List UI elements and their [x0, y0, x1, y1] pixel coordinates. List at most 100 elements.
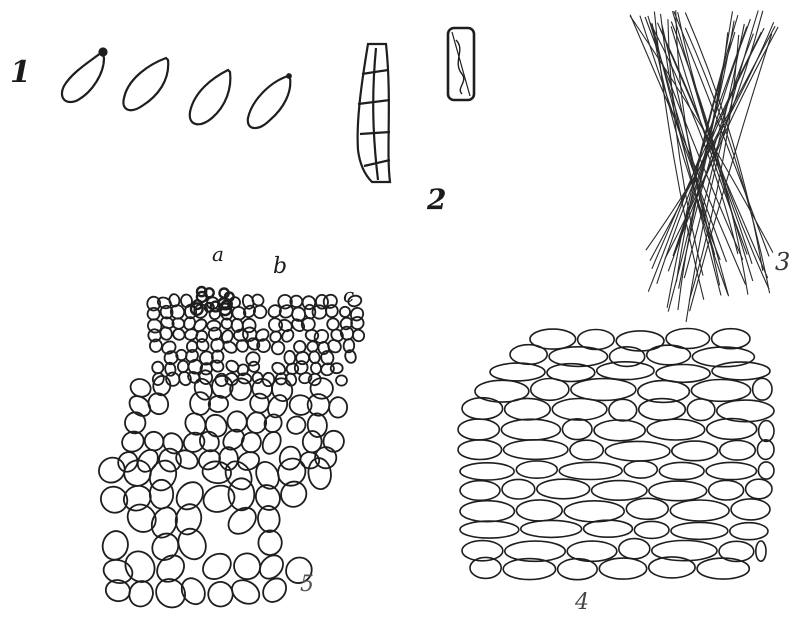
elongated-tissue-cell [634, 521, 669, 538]
rounded-cell [251, 480, 285, 514]
elongated-tissue-cell [599, 558, 646, 579]
rounded-cell [152, 362, 164, 374]
elongated-tissue-cell [559, 462, 622, 479]
rounded-cell [177, 360, 189, 373]
elongated-tissue-cell [460, 481, 500, 501]
elongated-tissue-cell [746, 479, 772, 499]
spore-2 [123, 58, 168, 110]
elongated-tissue-cell [616, 331, 664, 351]
figure-1-spores [62, 49, 291, 129]
elongated-tissue-cell [712, 329, 750, 349]
elongated-tissue-cell [490, 363, 545, 381]
elongated-tissue-cell [570, 440, 603, 460]
rounded-cell [347, 294, 362, 307]
elongated-tissue-cell [504, 440, 568, 460]
rounded-cell [96, 481, 133, 518]
rounded-cell [156, 445, 184, 474]
elongated-tissue-cell [624, 461, 657, 478]
elongated-tissue-cell [458, 419, 499, 440]
filament-inner-wall [373, 48, 378, 180]
elongated-tissue-cell [502, 479, 535, 499]
rounded-cell [122, 499, 161, 538]
elongated-tissue-cell [558, 559, 598, 580]
rounded-cell [252, 372, 263, 384]
elongated-tissue-cell [609, 399, 637, 421]
elongated-tissue-cell [671, 522, 728, 539]
rounded-cell [125, 412, 146, 434]
elongated-tissue-cell [510, 345, 547, 365]
elongated-tissue-cell [753, 378, 772, 400]
rounded-cell [336, 375, 347, 385]
elongated-tissue-cell [584, 520, 633, 537]
rounded-cell [251, 303, 268, 320]
rounded-cell [305, 329, 320, 342]
elongated-tissue-cell [697, 558, 749, 579]
elongated-tissue-cell [619, 539, 650, 559]
rounded-cell [228, 576, 264, 609]
rounded-cell [328, 397, 347, 419]
elongated-tissue-cell [691, 380, 750, 402]
elongated-tissue-cell [594, 420, 645, 441]
elongated-tissue-cell [597, 362, 654, 380]
spore-1 [62, 52, 104, 102]
rounded-cell [190, 392, 210, 415]
rounded-cell [249, 392, 270, 414]
elongated-tissue-cell [731, 499, 770, 520]
elongated-tissue-cell [707, 419, 757, 440]
rounded-cell [284, 351, 295, 365]
elongated-tissue-cell [460, 521, 519, 538]
rounded-cell [204, 578, 237, 611]
rounded-cell [150, 480, 173, 509]
elongated-tissue-cell [756, 541, 766, 561]
elongated-tissue-cell [592, 481, 647, 501]
elongated-tissue-cell [537, 479, 590, 499]
elongated-tissue-cell [672, 441, 718, 461]
elongated-tissue-cell [656, 365, 710, 383]
elongated-tissue-cell [531, 379, 569, 401]
rounded-cell [272, 453, 311, 491]
rounded-cell [255, 551, 287, 584]
rounded-cell [281, 552, 317, 588]
elongated-tissue-cell [505, 398, 551, 420]
rounded-cell [288, 394, 312, 416]
elongated-tissue-cell [647, 345, 691, 365]
elongated-tissue-cell [516, 500, 562, 521]
rounded-cell [331, 363, 343, 373]
rounded-cell [228, 478, 254, 510]
rounded-cell [258, 530, 282, 555]
elongated-tissue-cell [605, 441, 670, 461]
elongated-tissue-cell [757, 440, 774, 460]
elongated-tissue-cell [759, 421, 774, 442]
elongated-tissue-cell [460, 501, 514, 522]
rounded-cell [159, 429, 186, 457]
elongated-tissue-cell [687, 399, 715, 421]
elongated-tissue-cell [562, 419, 592, 440]
elongated-tissue-cell [458, 440, 502, 460]
rounded-cell [220, 456, 257, 494]
spore-1-tip [100, 49, 107, 56]
rounded-cell [160, 339, 178, 356]
rounded-cell [101, 556, 136, 586]
rounded-cell [171, 477, 208, 515]
elongated-tissue-cell [647, 419, 705, 440]
rounded-cell [312, 304, 328, 319]
elongated-tissue-cell [720, 441, 756, 461]
figure-3-fibres [630, 10, 778, 322]
elongated-cell-content [456, 40, 464, 94]
elongated-tissue-cell [659, 462, 704, 479]
elongated-tissue-cell [709, 480, 744, 500]
figure-2-filament [358, 28, 474, 182]
spore-4-tip [287, 74, 291, 78]
elongated-tissue-cell [516, 461, 557, 478]
elongated-tissue-cell [501, 419, 560, 440]
rounded-cell [258, 574, 290, 607]
elongated-tissue-cell [730, 523, 768, 540]
spore-3 [190, 70, 231, 124]
elongated-tissue-cell [462, 398, 503, 420]
elongated-tissue-cell [521, 520, 582, 537]
elongated-tissue-cell [460, 463, 514, 480]
elongated-tissue-cell [564, 501, 624, 522]
elongated-tissue-cell [706, 462, 756, 479]
